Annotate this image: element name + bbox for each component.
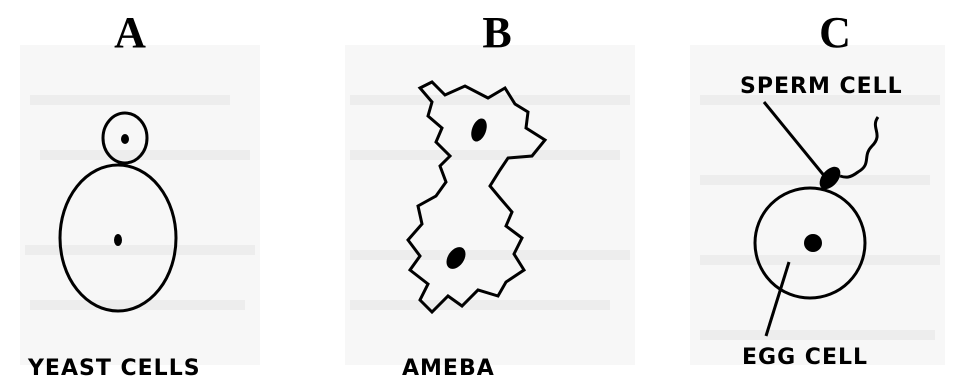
yeast-bud-nucleus	[121, 134, 129, 144]
label-sperm-cell: SPERM CELL	[740, 74, 903, 99]
panel-letter-b: B	[482, 8, 511, 57]
yeast-parent-nucleus	[114, 234, 122, 246]
label-ameba: AMEBA	[402, 356, 495, 381]
label-yeast-cells: YEAST CELLS	[27, 356, 201, 381]
label-egg-cell: EGG CELL	[742, 345, 868, 370]
panel-letter-a: A	[114, 8, 146, 57]
egg-nucleus	[804, 234, 822, 252]
panel-letter-c: C	[819, 8, 851, 57]
